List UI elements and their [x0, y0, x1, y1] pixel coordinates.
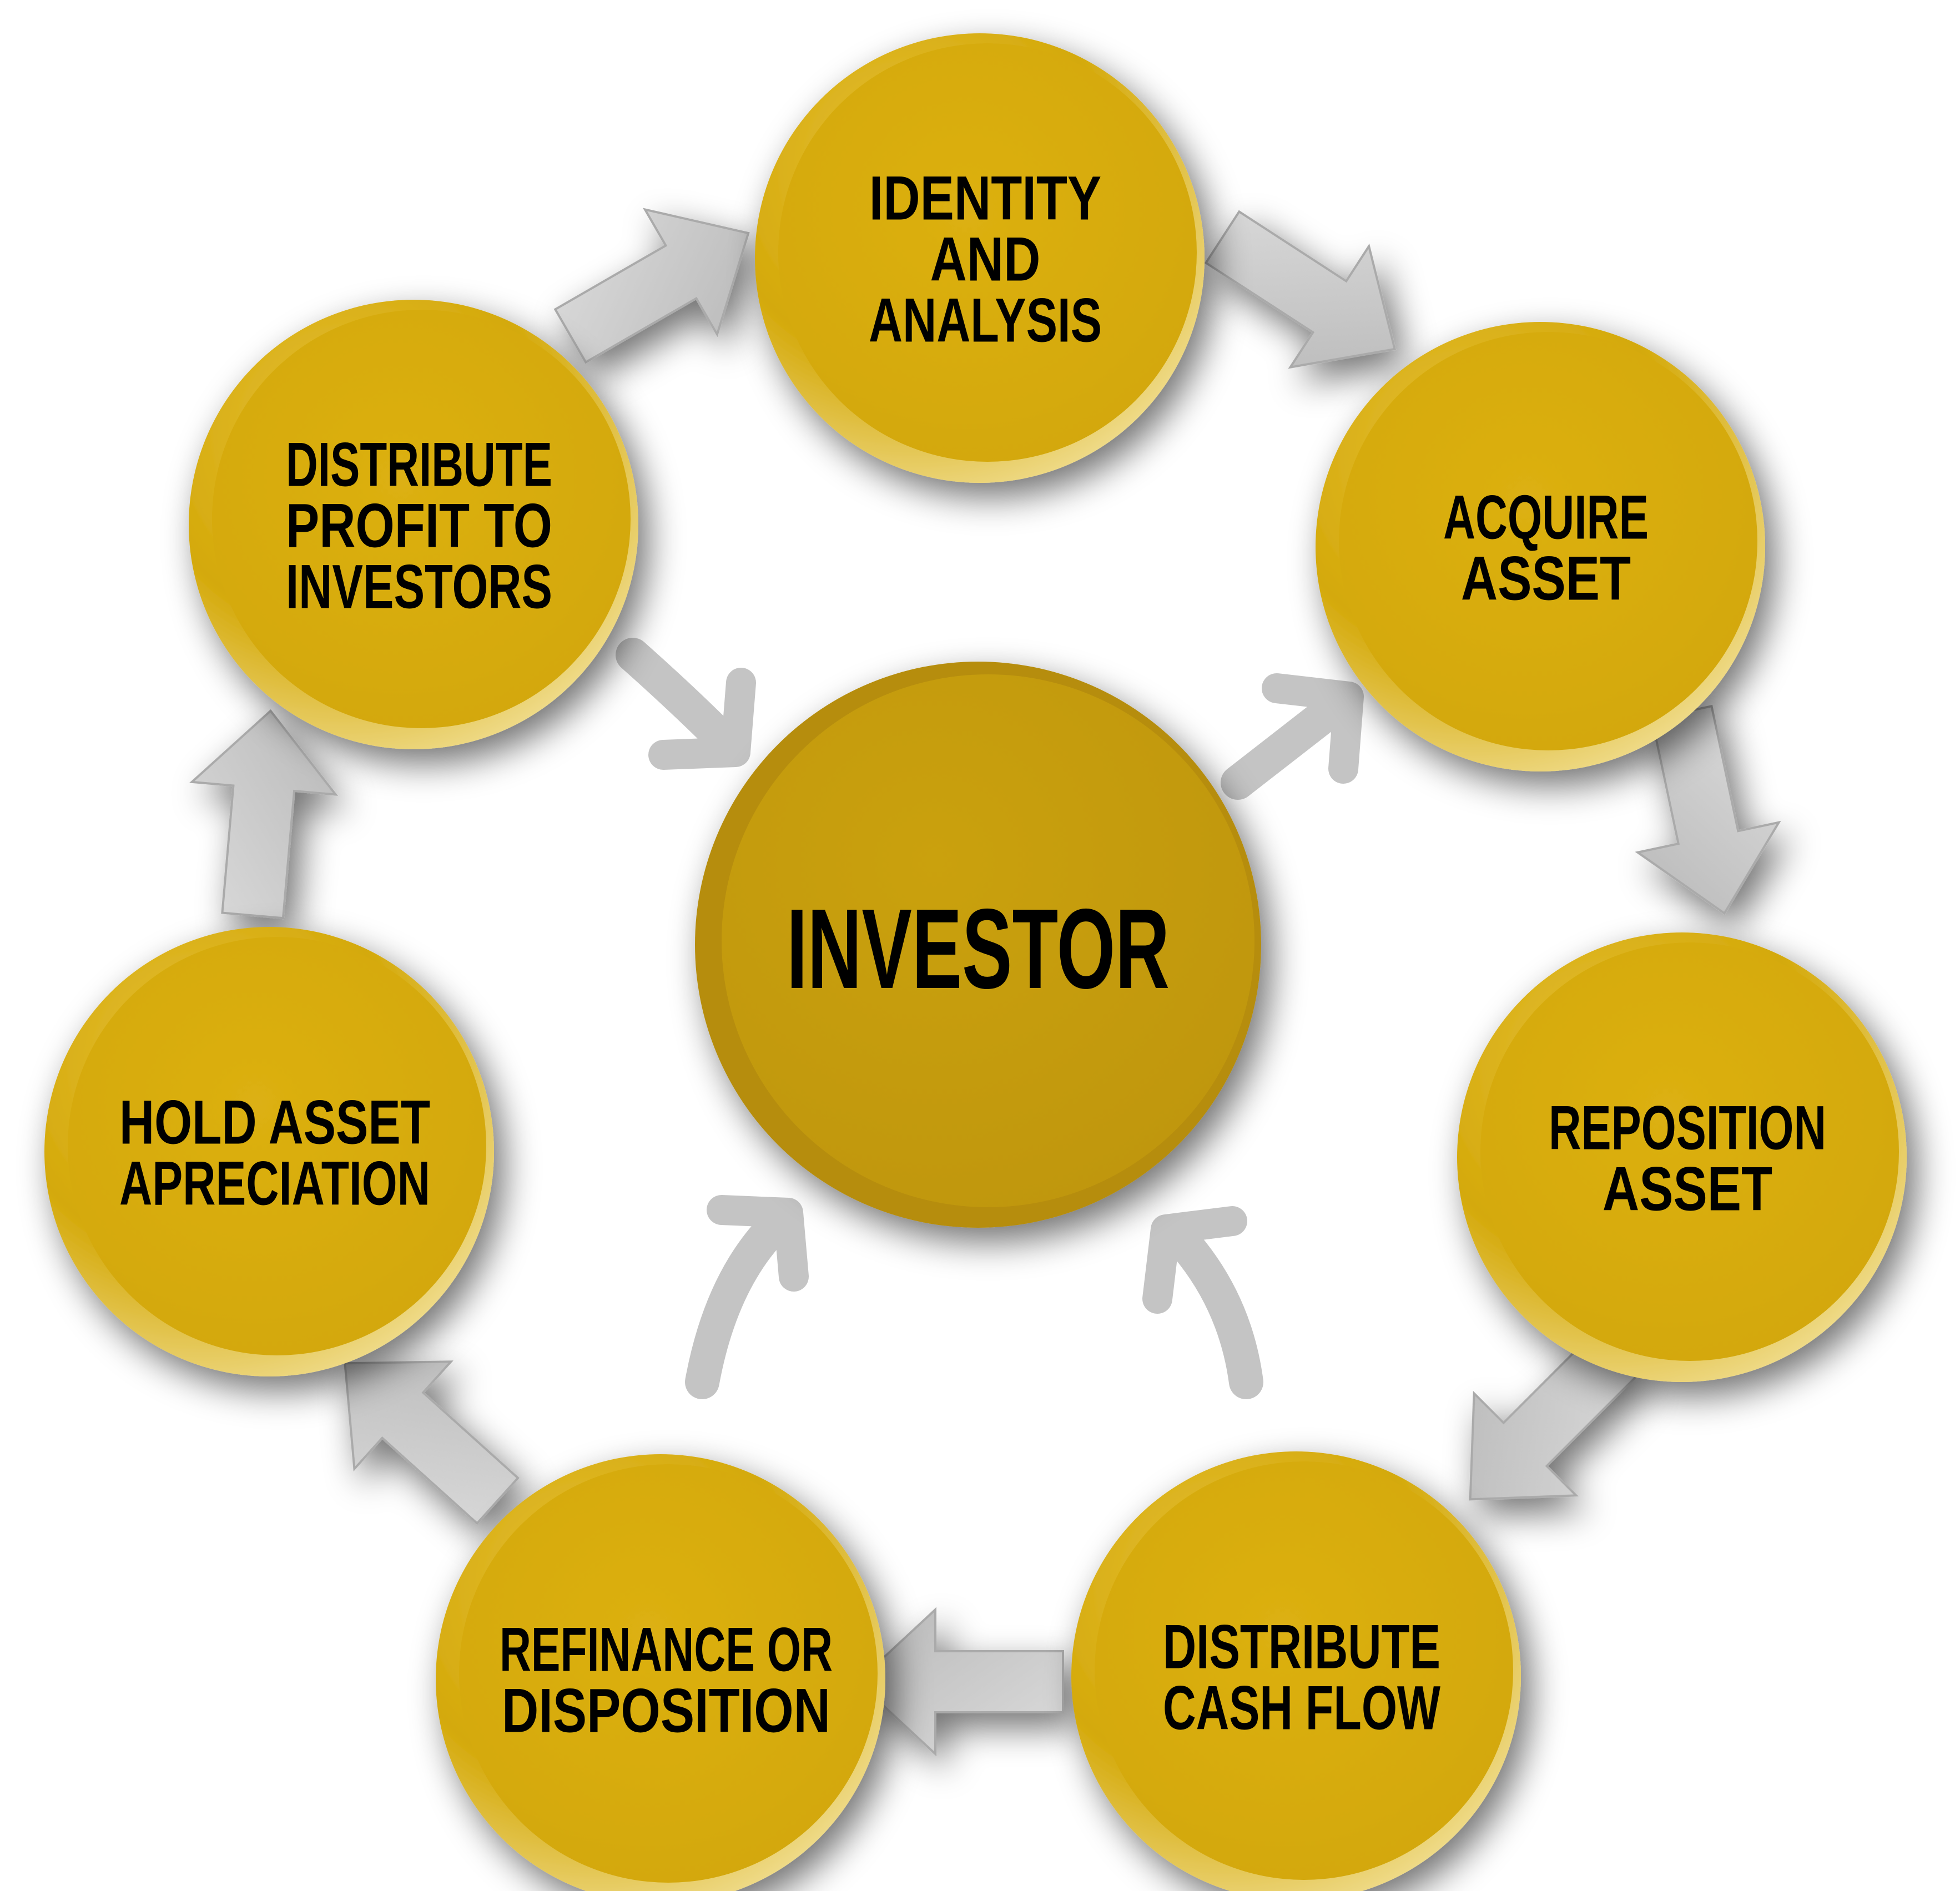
node-label-line: CASH FLOW [1163, 1673, 1440, 1742]
node-label-line: DISTRIBUTE [1163, 1612, 1440, 1681]
inner-arrow-cash-to-center [1142, 1206, 1263, 1399]
node-label-line: ASSET [1603, 1154, 1772, 1223]
node-face [1095, 1461, 1513, 1880]
arrow-identity-to-acquire [1204, 210, 1397, 369]
node-label-line: HOLD ASSET [119, 1087, 430, 1157]
node-label-line: PROFIT TO [286, 491, 552, 560]
node-face [459, 1464, 878, 1883]
arrow-refinance-to-hold [344, 1360, 520, 1525]
node-label-line: AND [930, 224, 1041, 294]
node-label-line: ACQUIRE [1443, 482, 1649, 552]
node-label-line: DISTRIBUTE [286, 430, 552, 499]
node-label-line: REFINANCE OR [500, 1615, 833, 1684]
arrow-profit-to-identity [553, 208, 750, 364]
node-label-line: ANALYSIS [869, 285, 1102, 355]
node-label-line: ASSET [1461, 543, 1631, 613]
arrow-hold-to-profit [189, 709, 339, 920]
node-face [1339, 332, 1757, 750]
node-face [778, 43, 1197, 462]
inner-arrow-refinance-to-center [685, 1195, 809, 1399]
node-label-line: REPOSITION [1549, 1093, 1826, 1162]
inner-arrow-center-to-acquire [1221, 673, 1364, 800]
node-face [212, 310, 631, 728]
node-label-line: DISPOSITION [502, 1676, 830, 1745]
arrow-acquire-to-reposition [1635, 704, 1781, 915]
center-node: INVESTOR [695, 662, 1261, 1228]
node-label-line: INVESTORS [286, 552, 552, 621]
node-face [68, 937, 486, 1355]
inner-arrow-profit-to-center [616, 638, 756, 770]
cycle-arrows [189, 208, 1781, 1757]
cycle-nodes: IDENTITYANDANALYSISACQUIREASSETREPOSITIO… [44, 33, 1907, 1891]
arrow-cash-to-refinance [856, 1607, 1064, 1757]
node-face [1480, 942, 1899, 1361]
node-label-line: APRECIATION [119, 1148, 430, 1218]
node-label-line: IDENTITY [869, 163, 1101, 233]
inner-arrows [616, 638, 1364, 1399]
center-label: INVESTOR [787, 885, 1170, 1012]
